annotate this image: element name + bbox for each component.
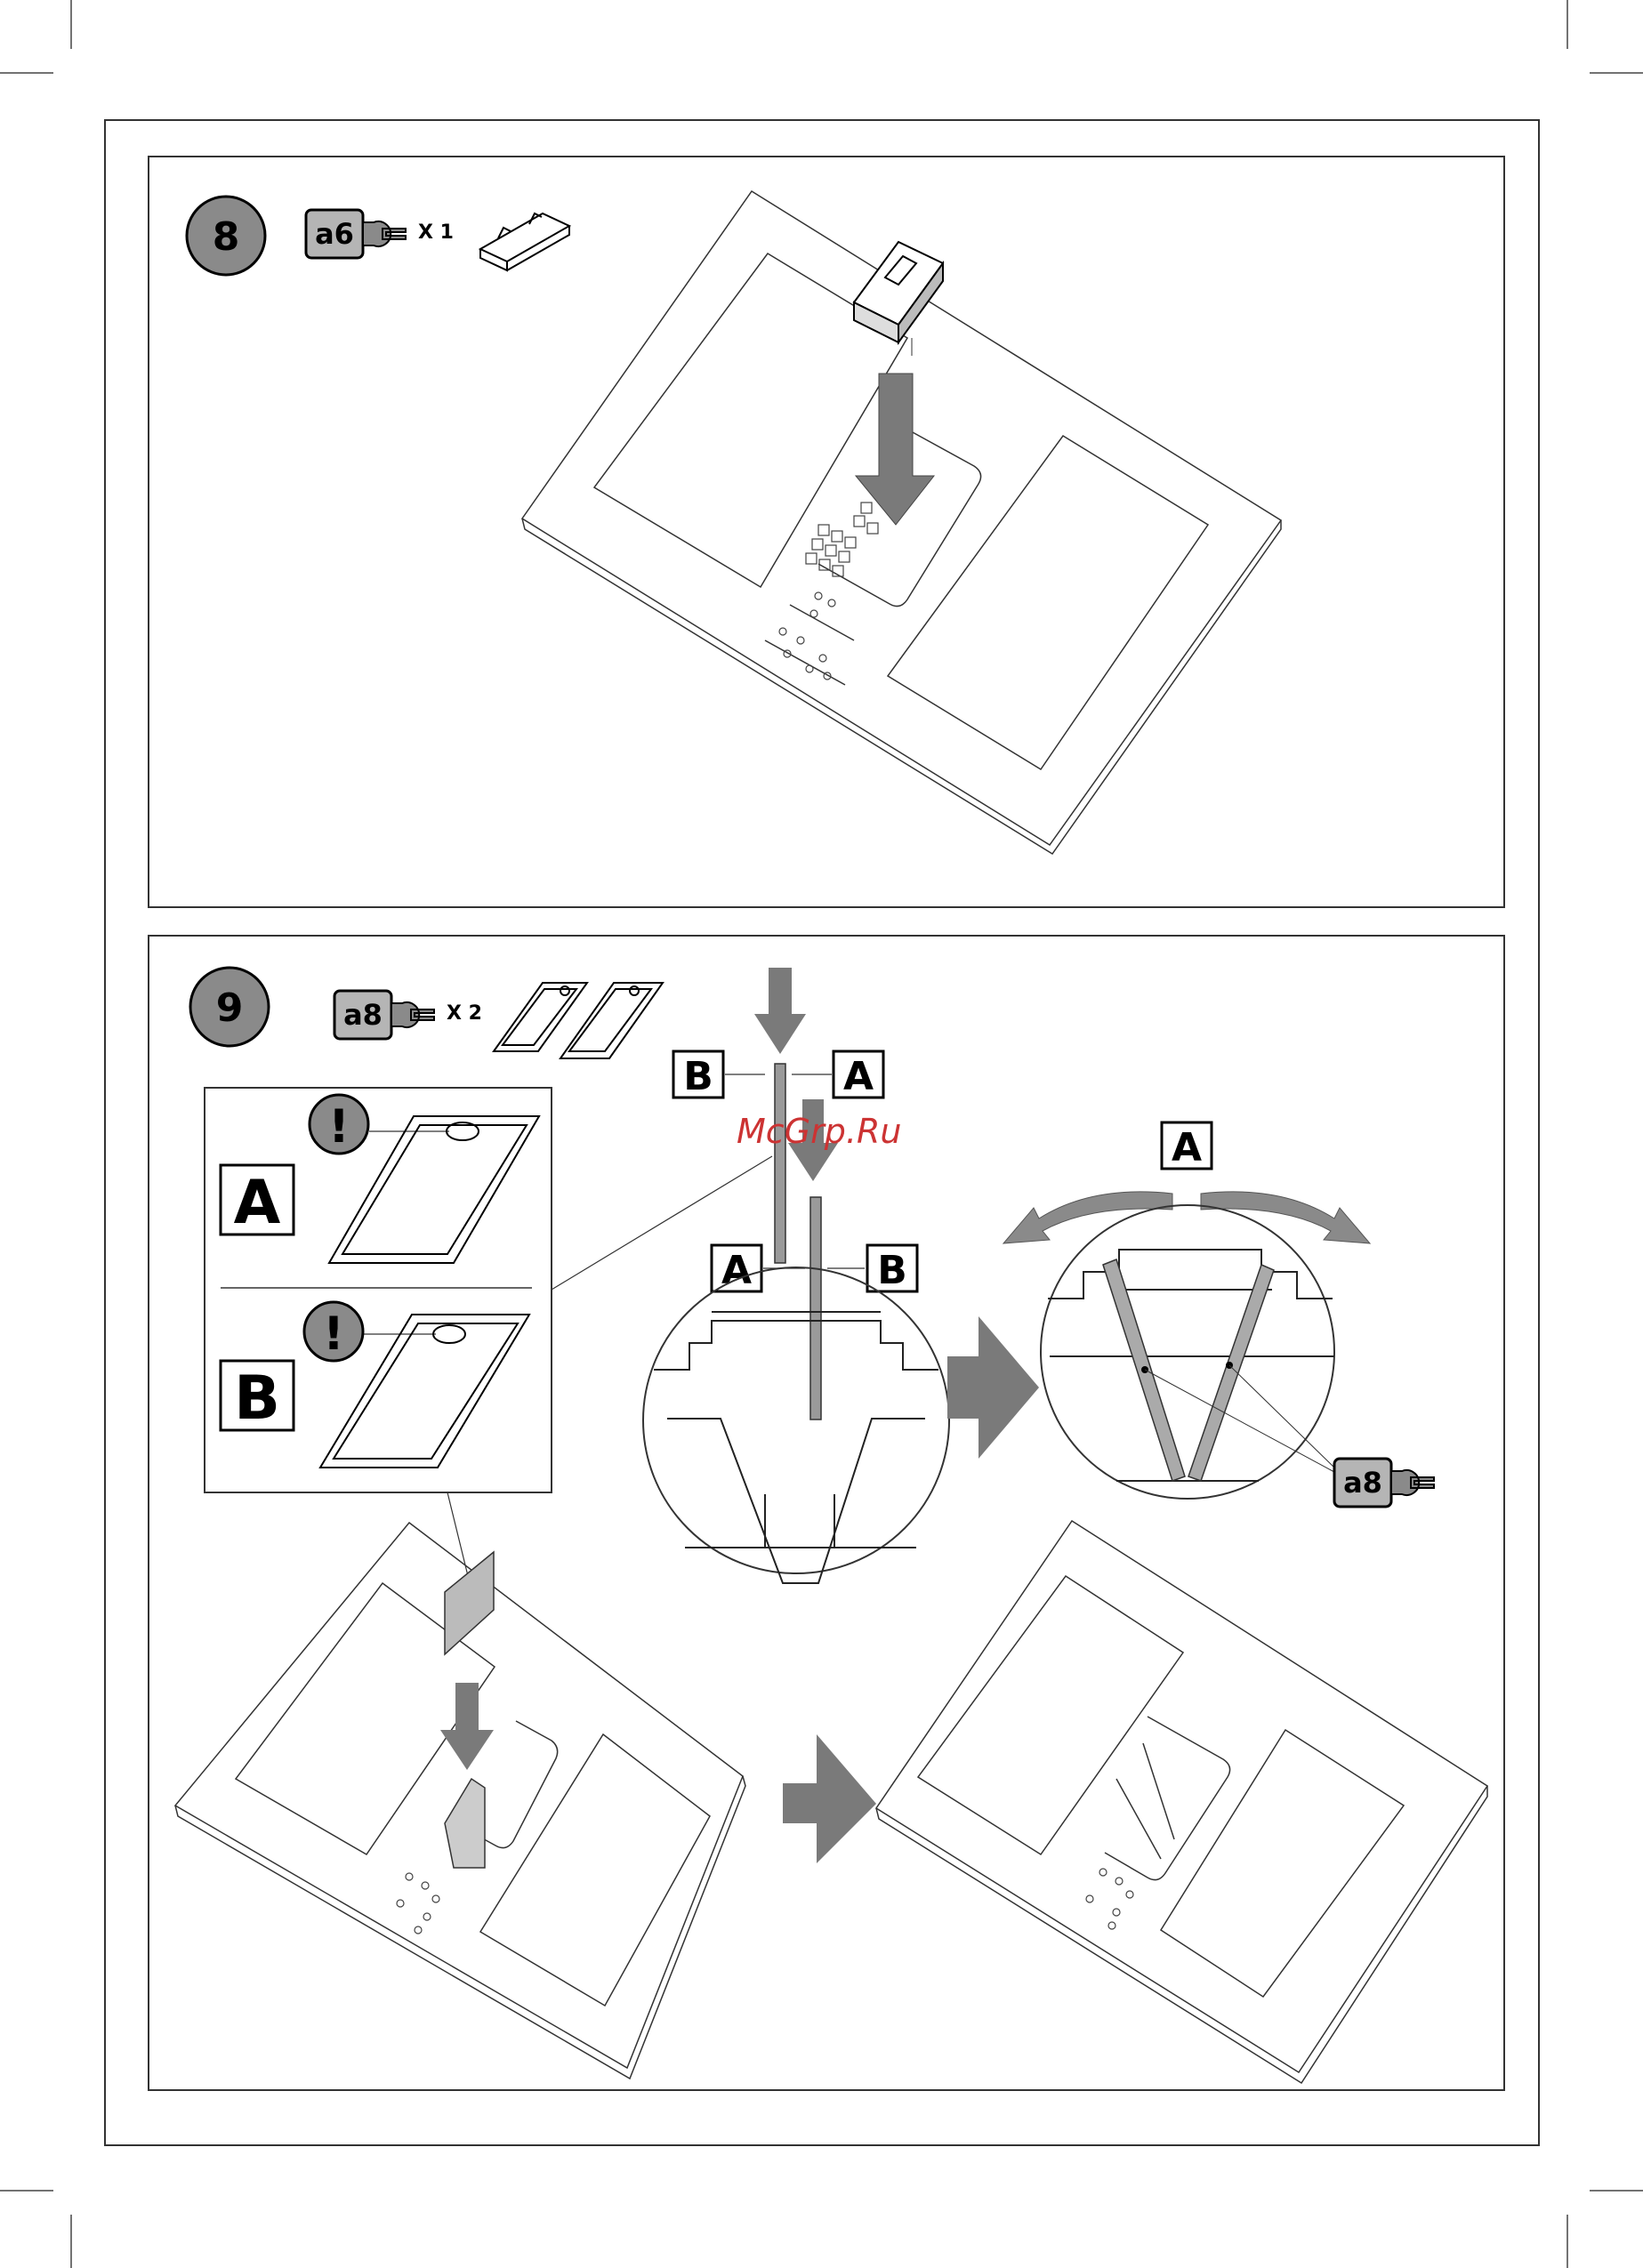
frame-part <box>445 1552 494 1654</box>
step-8-panel: 8 a6 X 1 <box>149 157 1504 907</box>
orientation-inset: A ! B ! <box>205 1088 552 1492</box>
frame-part <box>445 1779 485 1868</box>
bracket-part <box>854 242 943 342</box>
result-label-a: A <box>1172 1125 1202 1170</box>
part-code: a8 <box>343 998 383 1032</box>
detail-label-a: A <box>843 1054 874 1099</box>
detail2-label-a: A <box>721 1248 752 1293</box>
hob-after <box>876 1521 1487 2083</box>
wrench-icon <box>363 221 406 246</box>
inset-label-a: A <box>234 1168 281 1238</box>
step-number: 8 <box>213 214 240 260</box>
step-number: 9 <box>216 985 244 1031</box>
result-detail: A a8 <box>1003 1122 1434 1507</box>
detail2-label-b: B <box>877 1248 907 1293</box>
control-buttons <box>779 592 835 680</box>
frame-parts-icon <box>494 983 663 1058</box>
right-arrow-icon <box>947 1316 1039 1459</box>
swing-arrow-right <box>1201 1192 1370 1243</box>
detail-label-b: B <box>683 1054 713 1099</box>
part-quantity: X 1 <box>418 221 454 244</box>
control-grid <box>806 503 878 576</box>
step-9-panel: 9 a8 X 2 A ! B <box>149 936 1504 2090</box>
wrench-icon <box>1391 1470 1434 1495</box>
swing-arrow-left <box>1003 1192 1172 1243</box>
bracket-part-icon <box>480 213 569 270</box>
part-code: a6 <box>315 217 354 251</box>
down-arrow-icon <box>440 1683 494 1770</box>
down-arrow-icon <box>754 968 806 1054</box>
warning-symbol: ! <box>328 1100 350 1154</box>
warning-symbol: ! <box>323 1307 344 1361</box>
part-quantity: X 2 <box>447 1002 482 1025</box>
right-arrow-icon <box>783 1734 876 1863</box>
insertion-detail: B A A B <box>643 968 1039 1583</box>
result-part-code: a8 <box>1343 1466 1382 1500</box>
wrench-icon <box>391 1002 434 1027</box>
inset-label-b: B <box>234 1363 280 1434</box>
watermark: McGrp.Ru <box>737 1112 901 1151</box>
